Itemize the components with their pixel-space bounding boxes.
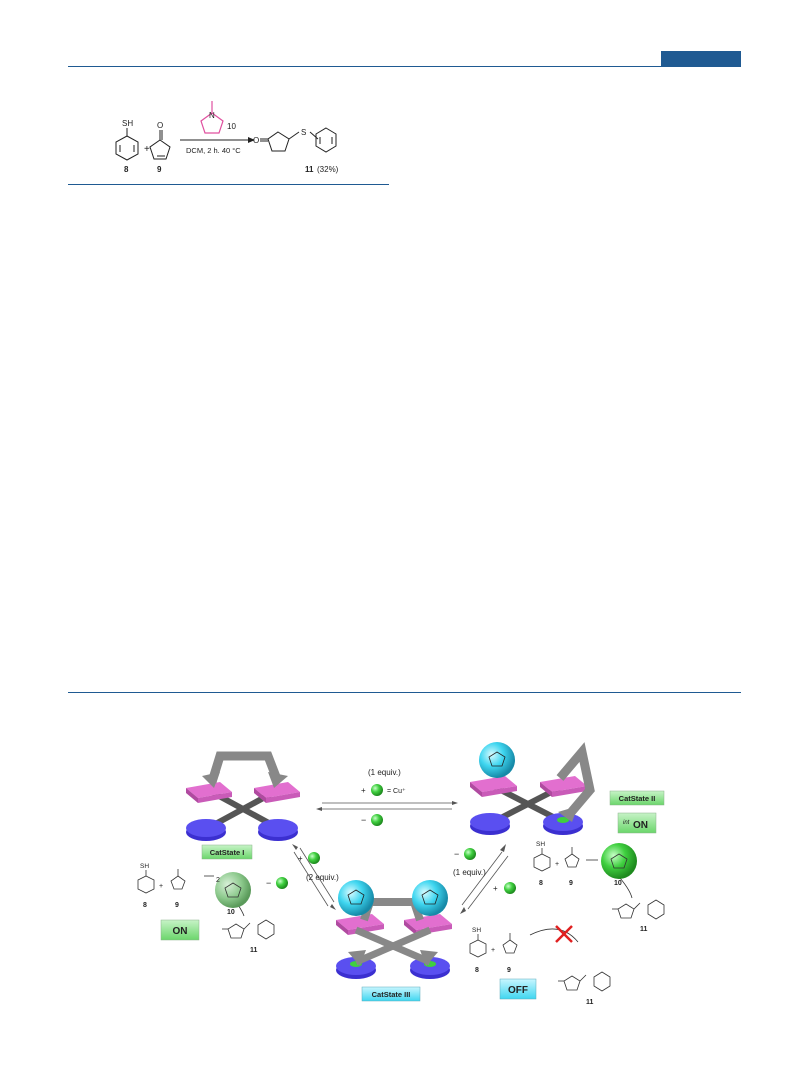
compound-9-label: 9: [157, 165, 162, 174]
top-equiv-label: (1 equiv.): [368, 768, 401, 777]
benzene-ring: [115, 135, 139, 161]
catstate-iii-label: CatState III: [372, 990, 411, 999]
left-catalyst-factor: 2: [216, 877, 220, 884]
left-compound-8: 8: [143, 902, 147, 909]
bottom-compound-11: 11: [586, 999, 594, 1006]
conditions-label: DCM, 2 h. 40 °C: [186, 146, 241, 155]
header-rule: [68, 66, 741, 67]
right-compound-11: 11: [640, 926, 648, 933]
header-block: [661, 51, 741, 66]
catstate-ii-badge: [609, 790, 665, 806]
right-equiv-label: (1 equiv.): [453, 868, 486, 877]
right-compound-10: 10: [614, 880, 622, 887]
left-reaction-plus: +: [159, 883, 163, 890]
left-compound-10: 10: [227, 909, 235, 916]
pyrrolidine-ring: [200, 112, 224, 134]
cu-legend-label: = Cu⁺: [387, 788, 406, 795]
left-reaction-structures: [137, 869, 275, 940]
bottom-reaction-plus: +: [491, 947, 495, 954]
plus-sign: +: [144, 144, 150, 155]
bottom-reaction-structures: [469, 928, 611, 992]
catstate-figure: (1 equiv.) + = Cu⁺ − + (2 equiv.) − − (1…: [137, 742, 665, 1006]
catstate-ii-molecule: [470, 742, 595, 835]
phenyl-ring: [315, 127, 337, 153]
catstate-i-badge: [201, 844, 253, 860]
bottom-sh-label: SH: [472, 927, 481, 934]
catstate-iii-molecule: [336, 880, 452, 979]
compound-8-label: 8: [124, 165, 129, 174]
left-plus-sign: +: [298, 854, 303, 863]
left-equilibrium-arrow: [293, 847, 335, 907]
compound-11-label: 11: [305, 165, 314, 174]
off-badge: [499, 978, 537, 1000]
left-sh-label: SH: [140, 863, 149, 870]
right-compound-8: 8: [539, 880, 543, 887]
svg-text:O: O: [253, 136, 259, 145]
cyclopentenone-ring: [149, 139, 171, 160]
right-plus-sign: +: [493, 884, 498, 893]
svg-text:N: N: [209, 111, 215, 120]
bottom-compound-9: 9: [507, 967, 511, 974]
left-minus-sign: −: [266, 878, 271, 888]
int-on-badge: [617, 812, 657, 834]
catstate-iii-badge: [361, 986, 421, 1002]
svg-text:S: S: [301, 128, 306, 137]
int-on-label: ON: [633, 820, 648, 831]
cu-ion-ball: [371, 784, 383, 796]
catstate-i-label: CatState I: [210, 848, 245, 857]
top-minus-sign: −: [361, 815, 366, 825]
top-plus-sign: +: [361, 786, 366, 795]
right-reaction-plus: +: [555, 861, 559, 868]
right-compound-9: 9: [569, 880, 573, 887]
right-reaction-structures: [533, 847, 665, 920]
scheme-rule: [68, 184, 389, 185]
bottom-compound-8: 8: [475, 967, 479, 974]
scheme-reaction: SH + O N 10 DCM, 2 h. 40 °C O S 8 9 11 (…: [115, 101, 339, 174]
off-label: OFF: [508, 985, 528, 996]
sh-label: SH: [122, 119, 133, 128]
yield-label: (32%): [317, 165, 339, 174]
left-compound-9: 9: [175, 902, 179, 909]
svg-text:O: O: [157, 121, 163, 130]
left-compound-11: 11: [250, 947, 258, 954]
right-sh-label: SH: [536, 841, 545, 848]
right-equilibrium-arrow: [461, 851, 509, 910]
on-badge: [160, 919, 200, 941]
figure-top-rule: [68, 692, 741, 693]
catstate-ii-label: CatState II: [619, 794, 656, 803]
left-equiv-label: (2 equiv.): [306, 873, 339, 882]
catstate-i-molecule: [186, 751, 300, 841]
on-label: ON: [173, 926, 188, 937]
right-minus-sign: −: [454, 849, 459, 859]
blocked-cross-icon: [555, 925, 573, 943]
cyclopentanone-ring: [267, 131, 290, 152]
top-equilibrium-arrow: [322, 802, 452, 810]
catalyst-number: 10: [227, 122, 236, 131]
int-on-superscript: int: [623, 820, 630, 826]
